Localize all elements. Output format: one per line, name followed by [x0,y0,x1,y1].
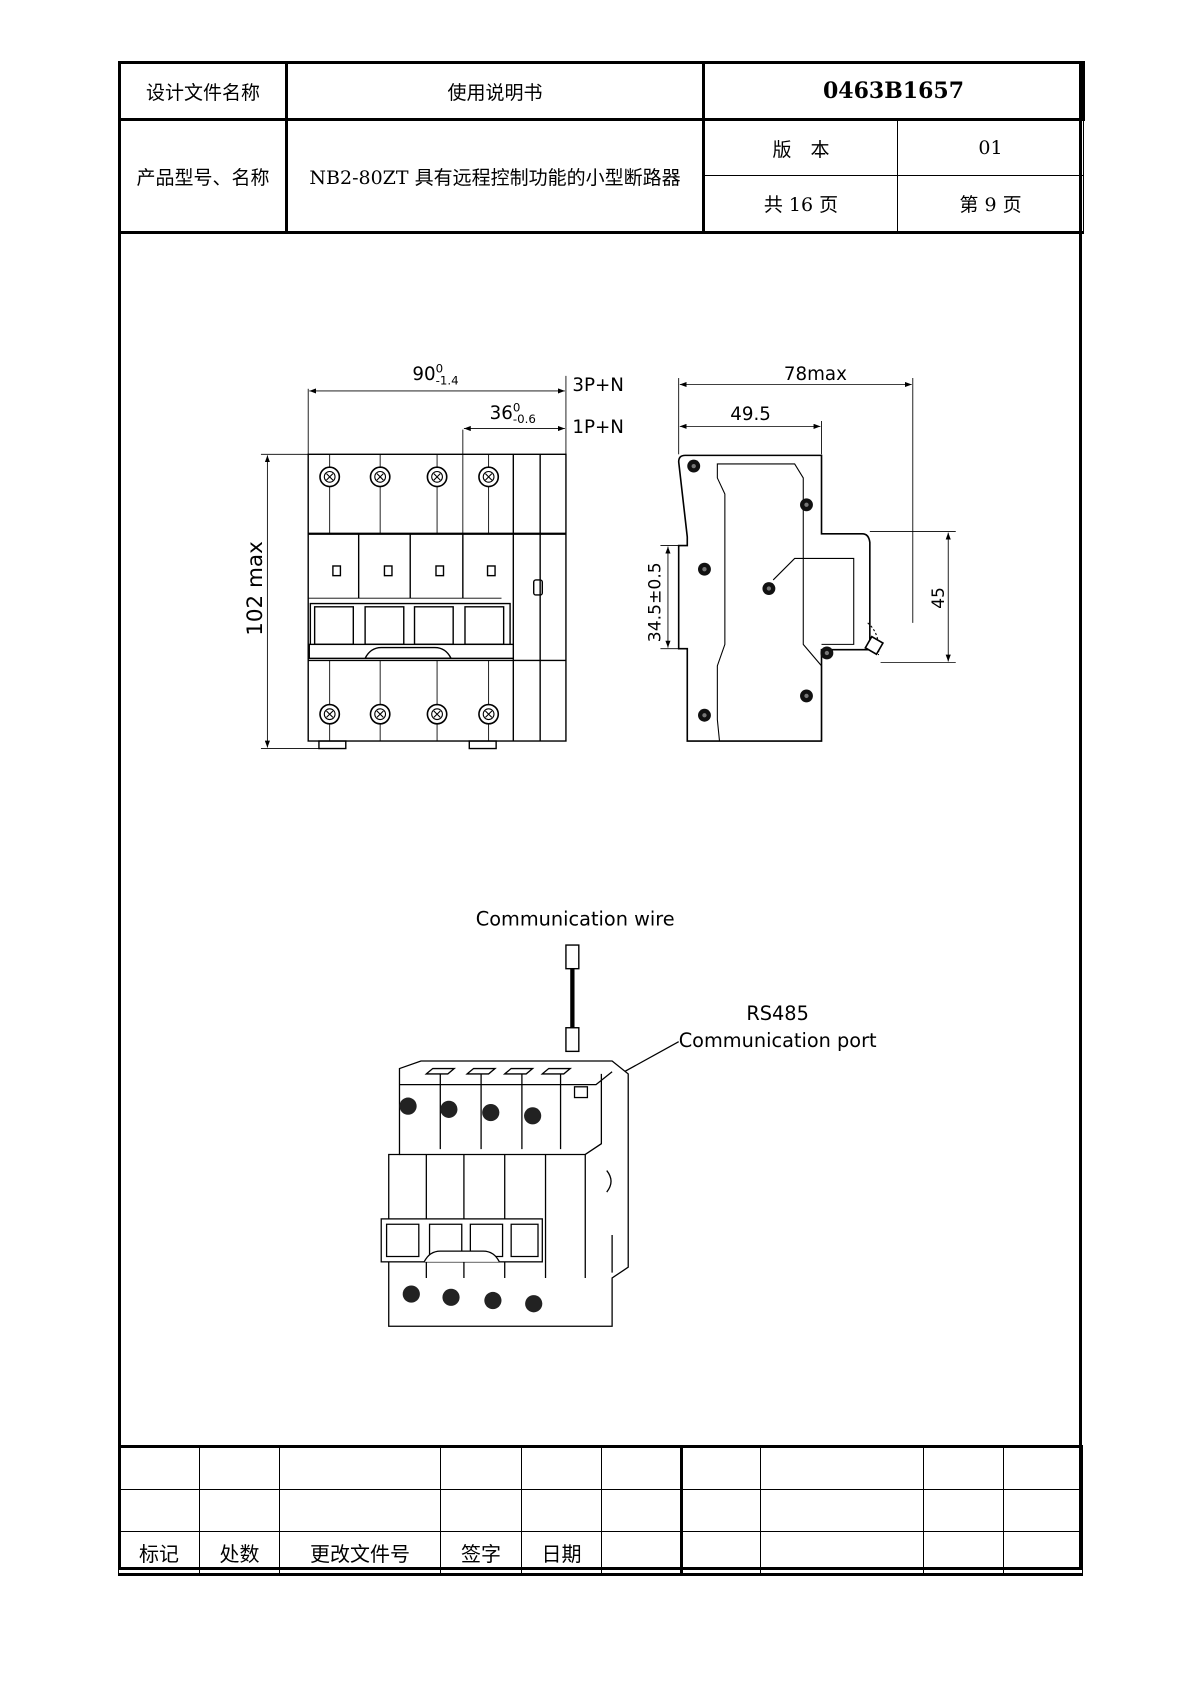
communication-wire [565,944,580,1053]
dim-label-1p-n: 1P+N [572,417,624,438]
dim-width-main: 900-1.4 [412,362,458,388]
signature-label: 签字 [440,1531,522,1575]
dim-front: 45 [929,587,949,609]
mark-label: 标记 [118,1531,200,1575]
wire-label: Communication wire [476,908,675,931]
count-label: 处数 [199,1531,280,1575]
doc-name-value: 使用说明书 [285,61,705,121]
dim-depth: 78max [784,364,847,385]
product-value: NB2-80ZT 具有远程控制功能的小型断路器 [285,118,705,234]
date-label: 日期 [521,1531,602,1575]
title-block: 设计文件名称 使用说明书 0463B1657 产品型号、名称 NB2-80ZT … [118,61,1085,234]
current-page: 第 9 页 [897,175,1084,234]
front-view [307,453,567,750]
product-label: 产品型号、名称 [118,118,288,234]
change-doc-label: 更改文件号 [279,1531,441,1575]
rs485-label: RS485 [746,1002,809,1025]
side-view [677,454,885,742]
doc-code: 0463B1657 [702,61,1085,121]
dim-rail: 49.5 [730,404,771,425]
dim-width-small: 360-0.6 [490,400,536,426]
total-pages: 共 16 页 [703,175,898,234]
revision-block: 标记 处数 更改文件号 签字 日期 [118,1445,1083,1576]
breaker-illustration [380,1060,629,1327]
port-label: Communication port [679,1029,877,1052]
dim-label-3p-n: 3P+N [572,375,624,396]
dim-rail-height: 34.5±0.5 [645,562,665,642]
doc-name-label: 设计文件名称 [118,61,288,121]
dim-height: 102 max [243,541,268,636]
